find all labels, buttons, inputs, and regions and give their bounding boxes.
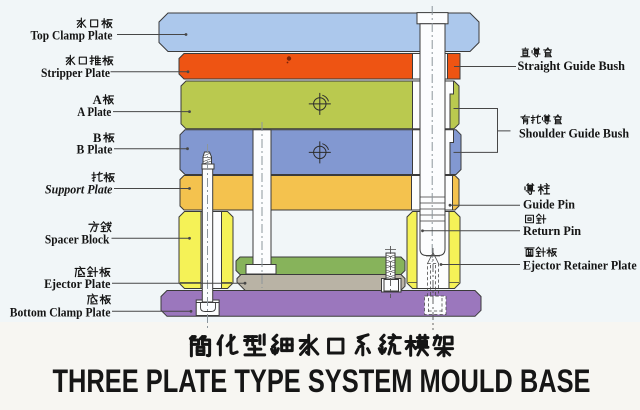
svg-text:A Plate: A Plate	[77, 105, 112, 119]
svg-text:B: B	[93, 131, 102, 145]
svg-text:Return Pin: Return Pin	[523, 224, 581, 238]
svg-text:THREE PLATE TYPE SYSTEM MOULD: THREE PLATE TYPE SYSTEM MOULD BASE	[53, 363, 591, 399]
svg-text:Ejector Retainer Plate: Ejector Retainer Plate	[523, 258, 637, 272]
svg-text:Support Plate: Support Plate	[45, 183, 113, 197]
svg-text:Shoulder Guide Bush: Shoulder Guide Bush	[519, 127, 629, 141]
svg-text:Guide Pin: Guide Pin	[523, 197, 575, 211]
svg-text:Stripper Plate: Stripper Plate	[41, 66, 111, 80]
svg-text:B Plate: B Plate	[77, 142, 114, 156]
svg-text:A: A	[93, 93, 102, 107]
svg-text:Spacer Block: Spacer Block	[45, 233, 110, 247]
svg-text:Straight Guide Bush: Straight Guide Bush	[518, 59, 626, 73]
svg-text:Ejector Plate: Ejector Plate	[44, 277, 111, 291]
svg-text:Bottom Clamp Plate: Bottom Clamp Plate	[10, 305, 111, 319]
svg-text:Top Clamp Plate: Top Clamp Plate	[31, 28, 114, 42]
